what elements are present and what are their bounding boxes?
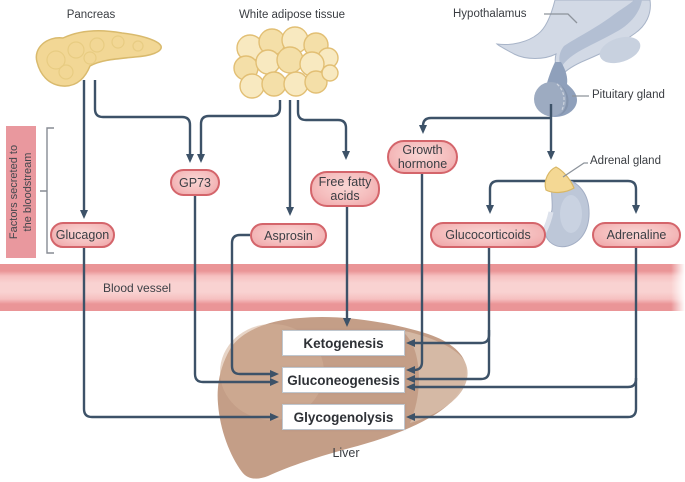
process-box-gluconeogenesis: Gluconeogenesis [282, 367, 405, 393]
factor-pill-adrenaline: Adrenaline [592, 222, 681, 248]
pituitary-gland-icon [534, 82, 568, 116]
hypothalamus-pointer-line [544, 13, 578, 24]
blood-vessel-label: Blood vessel [103, 280, 172, 295]
label-pointer-lines [544, 13, 589, 178]
sidebar-bracket [40, 127, 54, 254]
hypothalamus-label: Hypothalamus [453, 8, 527, 20]
process-box-ketogenesis: Ketogenesis [282, 330, 405, 356]
liver-icon [217, 316, 468, 479]
adrenal-gland-icon [531, 166, 590, 248]
blood-vessel-band: Blood vessel [0, 264, 685, 311]
hypothalamus-icon [495, 0, 651, 117]
white-adipose-tissue-icon [233, 26, 339, 99]
factor-pill-asprosin: Asprosin [250, 223, 327, 248]
factor-pill-free-fatty-acids: Free fatty acids [310, 171, 380, 207]
factor-pill-growth-hormone: Growth hormone [387, 140, 458, 174]
process-box-glycogenolysis: Glycogenolysis [282, 404, 405, 430]
factors-secreted-sidebar: Factors secreted to the bloodstream [6, 126, 36, 258]
factor-pill-glucagon: Glucagon [50, 222, 115, 248]
liver-label: Liver [332, 446, 360, 460]
adrenal-gland-label: Adrenal gland [590, 155, 661, 167]
factor-pill-glucocorticoids: Glucocorticoids [430, 222, 546, 248]
pituitary-gland-label: Pituitary gland [592, 89, 665, 101]
adrenal-pointer-line [562, 162, 588, 178]
white-adipose-tissue-label: White adipose tissue [238, 9, 346, 21]
factor-pill-gp73: GP73 [170, 169, 220, 196]
pancreas-icon [35, 29, 162, 87]
connector-arrows [80, 80, 640, 421]
pancreas-label: Pancreas [66, 9, 116, 21]
